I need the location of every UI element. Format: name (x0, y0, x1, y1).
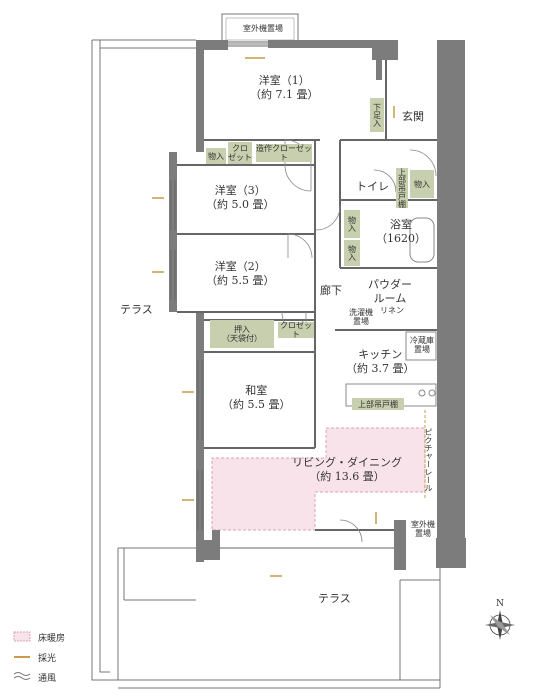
storage-bath-tag-2: 物入 (344, 240, 360, 266)
closet-hall-tag: クロゼット (278, 321, 314, 339)
legend-lighting: 採光 (14, 650, 56, 664)
room-bath: 浴室 （1620） (376, 218, 426, 246)
room-living-name: リビング・ダイニング (292, 456, 402, 469)
room-kitchen-size: （約 3.7 畳） (346, 362, 415, 375)
oshiire-line1: 押入 (234, 325, 250, 334)
room-living-dining: リビング・ダイニング （約 13.6 畳） (292, 456, 402, 484)
room-western-3: 洋室（3） （約 5.0 畳） (206, 184, 275, 212)
lighting-markers (152, 57, 395, 577)
room-western-2: 洋室（2） （約 5.5 畳） (206, 260, 275, 288)
outdoor-unit-right-line2: 置場 (415, 529, 431, 538)
oshiire-line2: （天袋付） (222, 334, 262, 343)
room-western-1-size: （約 7.1 畳） (250, 88, 319, 101)
room-powder: パウダー ルーム (368, 278, 412, 306)
fridge-line2: 置場 (414, 345, 430, 354)
storage-tag-west1: 物入 (206, 148, 226, 164)
fridge-line1: 冷蔵庫 (410, 336, 434, 345)
shoe-box-text: 下足入 (372, 103, 382, 127)
room-living-size: （約 13.6 畳） (309, 470, 385, 483)
room-western-2-name: 洋室（2） (214, 260, 266, 273)
legend-floor-heating: 床暖房 (14, 630, 65, 644)
terrace-west-outline (91, 39, 196, 681)
storage-toilet-tag: 物入 (410, 170, 434, 198)
washer-line1: 洗濯機 (349, 308, 373, 317)
terrace-south-label: テラス (318, 592, 351, 605)
room-western-3-name: 洋室（3） (214, 184, 266, 197)
room-japanese: 和室 （約 5.5 畳） (222, 384, 291, 412)
linen-label: リネン (380, 306, 404, 315)
bathtub (409, 217, 435, 263)
room-japanese-size: （約 5.5 畳） (222, 398, 291, 411)
legend-floor-heating-swatch (13, 631, 31, 642)
windows (170, 41, 394, 549)
fridge-label: 冷蔵庫 置場 (408, 336, 436, 354)
legend-ventilation: 通風 (14, 670, 56, 684)
legend-lighting-label: 採光 (38, 653, 57, 664)
picture-rail-label: ピクチャーレール (424, 428, 433, 492)
storage-bath-2-text: 物入 (347, 245, 357, 261)
legend-floor-heating-label: 床暖房 (38, 633, 66, 644)
room-bath-name: 浴室 (390, 218, 412, 231)
room-powder-name-2: ルーム (373, 292, 407, 305)
upper-cabinet-kitchen-tag: 上部吊戸棚 (352, 398, 404, 410)
room-corridor: 廊下 (320, 284, 342, 297)
storage-bath-1-text: 物入 (347, 216, 357, 232)
builtin-closet-tag: 造作クローゼット (256, 144, 312, 162)
legend-ventilation-swatch (13, 672, 31, 680)
room-toilet: トイレ (356, 180, 389, 193)
shoe-box-tag: 下足入 (370, 98, 384, 132)
outdoor-unit-right-line1: 室外機 (411, 520, 435, 529)
washer-label: 洗濯機 置場 (346, 308, 376, 326)
washer-line2: 置場 (353, 317, 369, 326)
compass-north-label: N (496, 599, 504, 609)
outdoor-unit-top-label: 室外機置場 (243, 24, 283, 33)
compass-rose (485, 610, 515, 640)
room-western-2-size: （約 5.5 畳） (206, 274, 275, 287)
room-entrance: 玄関 (402, 110, 424, 123)
room-japanese-name: 和室 (245, 384, 268, 397)
room-western-3-size: （約 5.0 畳） (206, 198, 275, 211)
legend-ventilation-label: 通風 (38, 673, 57, 684)
room-western-1: 洋室（1） （約 7.1 畳） (250, 74, 319, 102)
room-kitchen: キッチン （約 3.7 畳） (346, 348, 415, 376)
closet-tag-west1: クロ ゼット (228, 142, 252, 164)
closet-tag-line2: ゼット (228, 153, 252, 162)
upper-cabinet-toilet-tag: 上部吊戸棚 (396, 168, 408, 208)
upper-cabinet-toilet-text: 上部吊戸棚 (397, 168, 407, 208)
room-bath-size: （1620） (376, 232, 426, 245)
outdoor-unit-right-label: 室外機 置場 (408, 520, 438, 538)
terrace-west-label: テラス (120, 303, 153, 316)
room-western-1-name: 洋室（1） (258, 74, 310, 87)
closet-tag-line1: クロ (232, 144, 248, 153)
outdoor-unit-top-area (221, 13, 299, 45)
storage-bath-tag-1: 物入 (344, 210, 360, 238)
room-kitchen-name: キッチン (358, 348, 403, 361)
terrace-south-outline (118, 560, 441, 689)
room-powder-name: パウダー (368, 278, 412, 291)
oshiire-tag: 押入 （天袋付） (210, 320, 274, 348)
exterior-walls (169, 40, 466, 570)
